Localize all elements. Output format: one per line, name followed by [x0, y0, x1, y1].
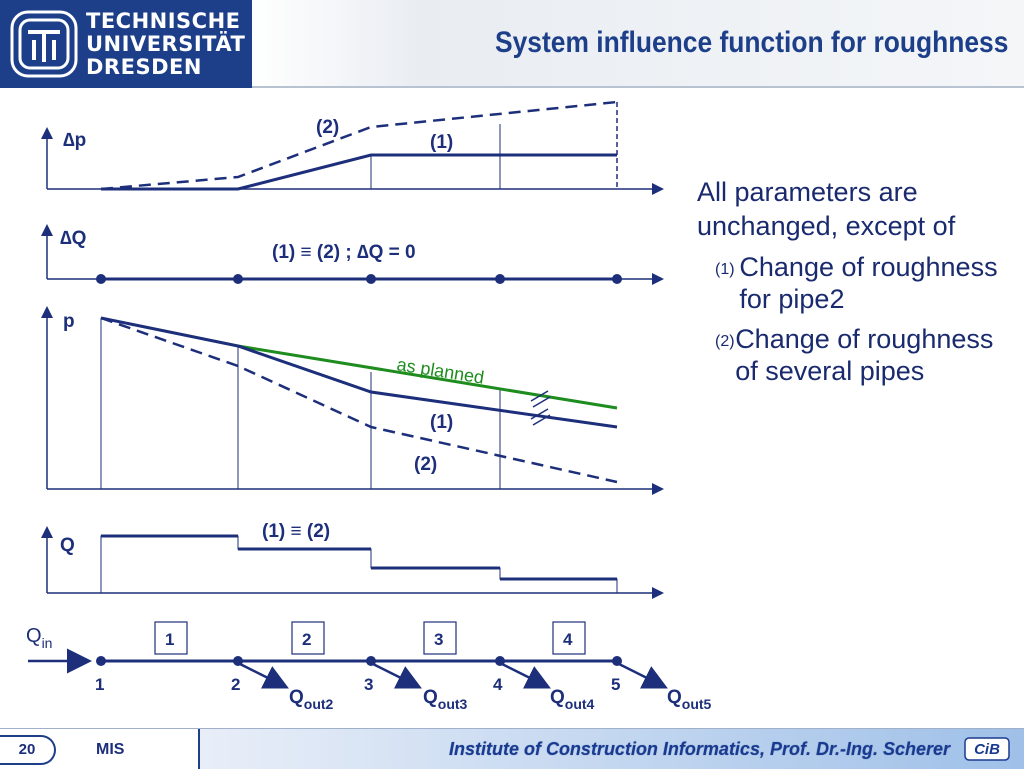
- outflow-arrow-3-icon: [372, 662, 422, 689]
- outflow-label-5-sub: out5: [682, 696, 712, 712]
- dq-caption: (1) ≡ (2) ; ∆Q = 0: [272, 242, 416, 263]
- delta-p-panel: ∆p (2) (1): [41, 100, 664, 195]
- pipe-label-4: 4: [563, 630, 573, 649]
- p-curve-planned: [237, 344, 618, 410]
- pipe-box-4[interactable]: [552, 621, 586, 655]
- node-label-5: 5: [611, 675, 620, 694]
- node-1[interactable]: [96, 656, 106, 666]
- node-label-2: 2: [231, 675, 240, 694]
- tu-dresden-logo[interactable]: TECHNISCHE UNIVERSITÄT DRESDEN: [0, 0, 252, 88]
- influence-diagram: ∆p (2) (1) ∆Q (1) ≡ (2) ; ∆Q = 0 p as pl…: [26, 100, 712, 712]
- p-label-1: (1): [430, 412, 453, 433]
- slide-title: System influence function for roughness: [494, 26, 1008, 59]
- footer: 20 MIS Institute of Construction Informa…: [0, 728, 1024, 769]
- dp-label-1: (1): [430, 132, 453, 153]
- outflow-label-3-sub: out3: [438, 696, 468, 712]
- outflow-label-3-main: Q: [423, 687, 438, 708]
- list-item-number: (2): [715, 333, 735, 350]
- cib-logo-text: CiB: [974, 741, 1000, 758]
- list-item-text: Change of roughness for pipe2: [739, 252, 998, 314]
- p-axis-label: p: [63, 311, 75, 332]
- node-label-1: 1: [95, 675, 104, 694]
- outflow-arrow-4-icon: [501, 662, 551, 689]
- outflow-label-4: Qout4: [550, 687, 595, 712]
- outflow-label-2-main: Q: [289, 687, 304, 708]
- logo-text-line-3: DRESDEN: [86, 55, 202, 79]
- delta-q-panel: ∆Q (1) ≡ (2) ; ∆Q = 0: [41, 224, 664, 285]
- outflow-label-3: Qout3: [423, 687, 468, 712]
- dq-node-2: [233, 274, 243, 284]
- pipe-network: Qin 1 2 3 4 1 2 3 4 5 Qout2 Qout3 Qout4 …: [26, 621, 712, 712]
- dq-node-4: [495, 274, 505, 284]
- dp-label-2: (2): [316, 117, 339, 138]
- flow-panel: Q (1) ≡ (2): [41, 521, 664, 599]
- outflow-label-5-main: Q: [667, 687, 682, 708]
- p-as-planned-label: as planned: [395, 354, 485, 388]
- q-caption: (1) ≡ (2): [262, 521, 330, 542]
- dq-axis-label: ∆Q: [60, 228, 86, 249]
- dq-node-3: [366, 274, 376, 284]
- break-mark-icon: [530, 390, 551, 426]
- qin-label: Qin: [26, 625, 52, 651]
- footer-band: Institute of Construction Informatics, P…: [198, 729, 1024, 769]
- dp-curve-1: [101, 153, 617, 191]
- p-label-2: (2): [414, 454, 437, 475]
- outflow-arrow-5-icon: [618, 662, 668, 689]
- cib-logo-icon: CiB: [964, 737, 1010, 761]
- course-abbreviation: MIS: [96, 741, 125, 758]
- logo-text-line-2: UNIVERSITÄT: [86, 32, 246, 56]
- pipe-label-3: 3: [434, 630, 443, 649]
- outflow-label-2: Qout2: [289, 687, 334, 712]
- outflow-arrow-2-icon: [239, 662, 289, 689]
- outflow-label-5: Qout5: [667, 687, 712, 712]
- list-item: (1) Change of roughness for pipe2: [697, 251, 1022, 315]
- q-step-curve: [100, 535, 618, 593]
- logo-text-line-1: TECHNISCHE: [86, 9, 241, 33]
- pipe-label-1: 1: [165, 630, 174, 649]
- qin-label-sub: in: [42, 635, 53, 651]
- dq-node-5: [612, 274, 622, 284]
- footer-institute-text: Institute of Construction Informatics, P…: [448, 739, 950, 759]
- q-axis-label: Q: [60, 535, 75, 556]
- outflow-label-2-sub: out2: [304, 696, 334, 712]
- explanation-text: All parameters are unchanged, except of …: [697, 175, 1022, 387]
- pipe-box-3[interactable]: [423, 621, 457, 655]
- qin-label-main: Q: [26, 625, 42, 647]
- list-item-number: (1): [715, 261, 735, 278]
- p-curve-1: [100, 316, 618, 429]
- outflow-label-4-sub: out4: [565, 696, 595, 712]
- list-item-text: Change of roughness of several pipes: [735, 324, 994, 386]
- pressure-panel: p as planned (1) (2): [41, 306, 664, 495]
- node-label-3: 3: [364, 675, 373, 694]
- dp-axis-label: ∆p: [63, 130, 86, 151]
- list-item: (2) Change of roughness of several pipes: [697, 323, 1022, 387]
- page-number: 20: [0, 735, 56, 765]
- dq-node-1: [96, 274, 106, 284]
- dp-curve-2: [100, 100, 618, 191]
- node-label-4: 4: [493, 675, 503, 694]
- outflow-label-4-main: Q: [550, 687, 565, 708]
- intro-text: All parameters are unchanged, except of: [697, 177, 956, 241]
- pipe-box-2[interactable]: [291, 621, 325, 655]
- university-emblem-icon: [10, 10, 78, 78]
- pipe-label-2: 2: [302, 630, 311, 649]
- header: TECHNISCHE UNIVERSITÄT DRESDEN System in…: [0, 0, 1024, 88]
- p-curve-2: [100, 316, 618, 484]
- pipe-box-1[interactable]: [154, 621, 188, 655]
